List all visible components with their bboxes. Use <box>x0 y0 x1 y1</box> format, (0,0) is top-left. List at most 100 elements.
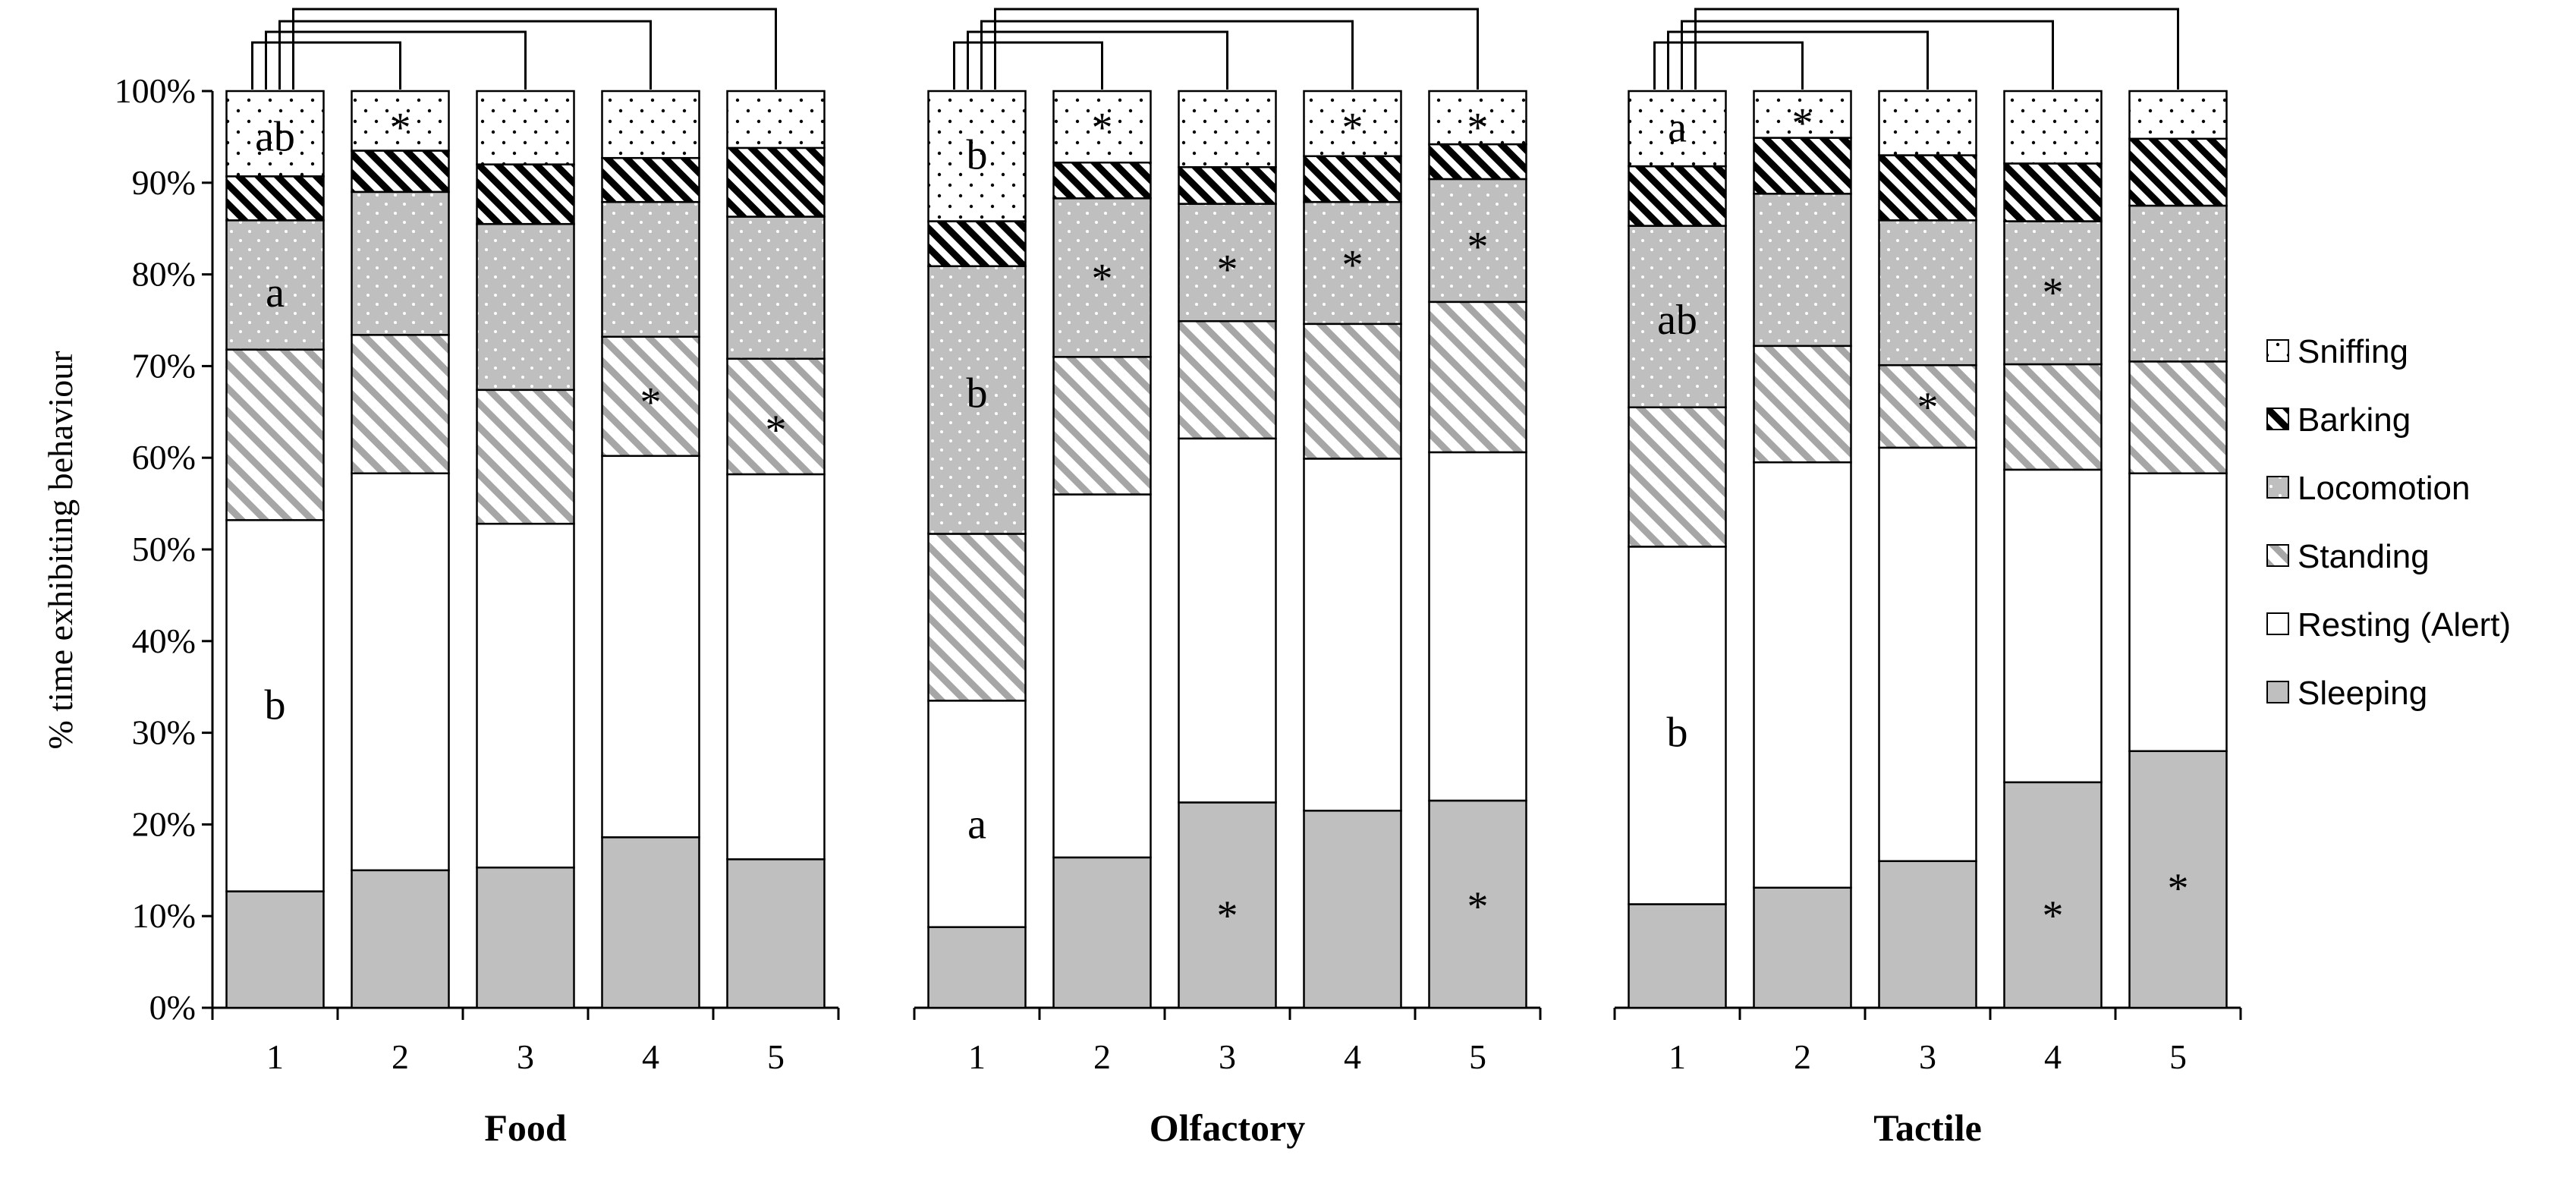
segment-sniffing <box>1428 90 1527 146</box>
segment-barking <box>1052 161 1152 200</box>
x-tick-label: 1 <box>1669 1037 1686 1076</box>
x-tick-label: 3 <box>1219 1037 1236 1076</box>
segment-locomotion <box>1178 203 1277 323</box>
legend-item: Barking <box>2266 401 2411 439</box>
segment-barking <box>1178 166 1277 205</box>
legend-swatch <box>2266 408 2289 430</box>
segment-standing <box>1303 323 1402 460</box>
bracket <box>251 41 401 90</box>
annotation-label: * <box>1467 104 1489 151</box>
segment-barking <box>1303 155 1402 203</box>
y-tick-label: 10% <box>132 896 196 935</box>
segment-standing <box>601 335 700 458</box>
annotation-label: b <box>967 370 988 417</box>
segment-sniffing <box>1052 90 1152 164</box>
annotation-label: * <box>766 407 787 454</box>
segment-standing <box>2128 360 2228 474</box>
segment-standing <box>351 334 450 474</box>
segment-resting-alert <box>1753 461 1852 889</box>
annotation-label: * <box>2168 865 2189 912</box>
bar-olfactory-4 <box>1303 90 1402 1009</box>
segment-sleeping <box>2128 750 2228 1009</box>
x-tick-label: 5 <box>767 1037 785 1076</box>
annotation-label: * <box>1467 883 1489 930</box>
segment-locomotion <box>351 190 450 336</box>
legend-label: Barking <box>2298 401 2411 439</box>
segment-standing <box>1428 301 1527 454</box>
segment-barking <box>476 163 575 225</box>
y-tick-label: 90% <box>132 163 196 202</box>
segment-standing <box>927 533 1027 702</box>
y-tick-label: 60% <box>132 438 196 477</box>
segment-sniffing <box>927 90 1027 222</box>
segment-sniffing <box>1303 90 1402 158</box>
segment-sleeping <box>476 866 575 1009</box>
segment-sleeping <box>2003 781 2103 1009</box>
segment-sniffing <box>351 90 450 152</box>
annotation-label: * <box>1092 256 1113 303</box>
legend-swatch <box>2266 476 2289 499</box>
segment-sleeping <box>726 858 826 1009</box>
annotation-label: * <box>1217 247 1238 294</box>
segment-barking <box>2128 137 2228 207</box>
segment-sniffing <box>1628 90 1727 168</box>
segment-barking <box>726 146 826 218</box>
segment-sleeping <box>1052 856 1152 1009</box>
segment-resting-alert <box>601 455 700 839</box>
y-tick-label: 50% <box>132 530 196 568</box>
segment-locomotion <box>1628 225 1727 409</box>
segment-sleeping <box>351 869 450 1009</box>
segment-barking <box>601 156 700 203</box>
bracket <box>967 30 1228 90</box>
x-tick-label: 4 <box>642 1037 659 1076</box>
segment-resting-alert <box>1303 458 1402 812</box>
significance-brackets <box>251 8 777 90</box>
significance-brackets <box>953 8 1479 90</box>
panel-title: Tactile <box>1873 1106 1982 1149</box>
annotation-label: a <box>266 269 285 316</box>
bracket <box>994 8 1479 90</box>
panel-title: Food <box>484 1106 567 1149</box>
segment-locomotion <box>476 222 575 392</box>
bar-olfactory-1 <box>927 90 1027 1009</box>
segment-sniffing <box>2128 90 2228 140</box>
annotation-label: * <box>1092 104 1113 151</box>
segment-locomotion <box>1753 193 1852 348</box>
segment-sniffing <box>225 90 325 178</box>
segment-sniffing <box>1753 90 1852 139</box>
bar-tactile-2 <box>1753 90 1852 1009</box>
x-tick-label: 4 <box>1344 1037 1361 1076</box>
bar-tactile-5 <box>2128 90 2228 1009</box>
legend-label: Locomotion <box>2298 470 2470 507</box>
y-axis-title: % time exhibiting behaviour <box>41 351 80 749</box>
segment-sniffing <box>476 90 575 165</box>
legend-swatch <box>2266 681 2289 703</box>
bar-tactile-4 <box>2003 90 2103 1009</box>
bar-food-3 <box>476 90 575 1009</box>
bar-food-2 <box>351 90 450 1009</box>
legend-label: Sniffing <box>2298 333 2408 370</box>
segment-resting-alert <box>1878 446 1977 862</box>
segment-resting-alert <box>351 472 450 872</box>
annotation-label: b <box>967 132 988 179</box>
bracket <box>292 8 777 90</box>
segment-barking <box>1753 137 1852 195</box>
x-tick-label: 1 <box>968 1037 986 1076</box>
segment-sniffing <box>1178 90 1277 168</box>
bracket <box>1681 20 2054 90</box>
segment-resting-alert <box>2003 468 2103 784</box>
x-tick-label: 2 <box>392 1037 409 1076</box>
segment-locomotion <box>601 200 700 338</box>
segment-standing <box>225 348 325 521</box>
segment-barking <box>1878 154 1977 222</box>
legend-label: Standing <box>2298 538 2430 575</box>
y-tick-label: 70% <box>132 346 196 385</box>
segment-barking <box>351 149 450 194</box>
y-tick-label: 80% <box>132 255 196 294</box>
annotation-label: * <box>1342 104 1363 151</box>
